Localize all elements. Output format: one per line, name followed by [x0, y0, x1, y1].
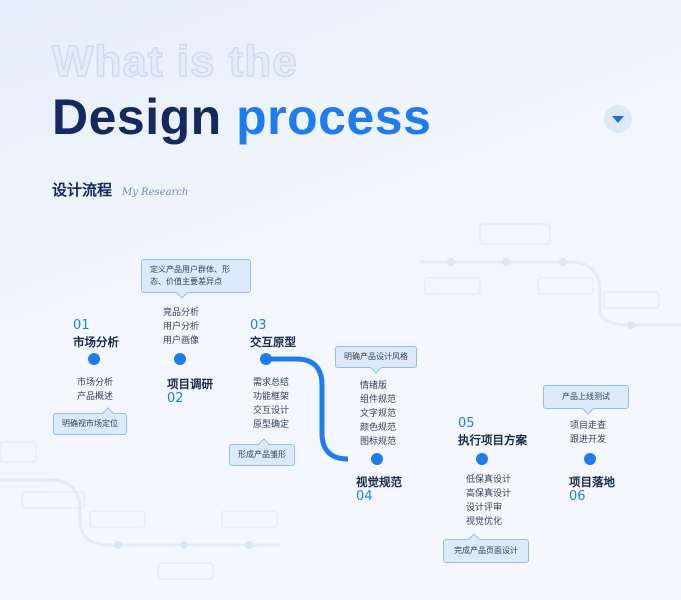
step-items: 市场分析产品概述 [77, 376, 113, 404]
note-text: 产品上线测试 [562, 392, 610, 401]
step-item: 情绪版 [360, 381, 388, 391]
step-name: 项目落地 [569, 475, 615, 489]
step-number: 03 [250, 318, 267, 333]
step-name: 交互原型 [250, 335, 296, 349]
step-items: 竞品分析用户分析用户画像 [163, 306, 199, 348]
step-item: 颜色规范 [360, 423, 397, 433]
title-design: Design [52, 89, 222, 145]
script-decoration: My Research [122, 187, 189, 198]
step-name: 项目调研 [167, 377, 213, 391]
step-item: 市场分析 [77, 378, 114, 388]
step-item: 需求总结 [253, 378, 290, 388]
step-item: 设计评审 [466, 503, 503, 513]
step-note: 产品上线测试 [543, 385, 629, 415]
step-number: 06 [569, 489, 586, 504]
step-note: 完成产品页面设计 [443, 533, 529, 563]
step-item: 产品概述 [77, 392, 114, 402]
step-number: 02 [167, 391, 184, 406]
scroll-down-button[interactable] [604, 105, 632, 133]
step-name: 市场分析 [73, 335, 119, 349]
triangle-down-icon [612, 115, 624, 123]
step-item: 用户分析 [163, 322, 200, 332]
step-item: 功能框架 [253, 392, 290, 402]
step-note: 明确视市场定位 [53, 407, 127, 435]
step-item: 竞品分析 [163, 308, 200, 318]
step-item: 项目走查 [570, 421, 607, 431]
step-name: 视觉规范 [356, 475, 402, 489]
section-title: 设计流程 [52, 181, 113, 199]
step-item: 低保真设计 [466, 475, 512, 485]
step-number: 05 [458, 416, 475, 431]
note-text: 形成产品雏形 [238, 450, 286, 459]
step-dot-06 [584, 453, 596, 465]
step-items: 需求总结功能框架交互设计原型确定 [253, 376, 289, 432]
note-text: 定义产品用户群体、形态、价值主要差异点 [150, 265, 230, 286]
step-item: 组件规范 [360, 395, 397, 405]
step-dot-03 [260, 353, 272, 365]
step-item: 跟进开发 [570, 435, 607, 445]
step-dot-01 [88, 353, 100, 365]
step-item: 高保真设计 [466, 489, 512, 499]
title-process: process [236, 89, 432, 145]
step-dot-02 [174, 353, 186, 365]
note-text: 明确视市场定位 [62, 419, 118, 428]
step-dot-04 [371, 453, 383, 465]
step-item: 用户画像 [163, 336, 200, 346]
step-name: 执行项目方案 [458, 433, 527, 447]
step-note: 明确产品设计风格 [335, 346, 417, 374]
step-item: 原型确定 [253, 420, 290, 430]
note-text: 明确产品设计风格 [344, 352, 408, 361]
step-number: 01 [73, 318, 90, 333]
step-note: 定义产品用户群体、形态、价值主要差异点 [141, 259, 251, 299]
step-items: 低保真设计高保真设计设计评审视觉优化 [466, 473, 511, 529]
step-dot-05 [476, 453, 488, 465]
ghost-heading: What is the [51, 37, 298, 86]
step-note: 形成产品雏形 [229, 438, 295, 466]
step-item: 图标规范 [360, 437, 397, 447]
page-title: Design process [52, 92, 431, 142]
step-item: 交互设计 [253, 406, 290, 416]
step-item: 文字规范 [360, 409, 397, 419]
step-number: 04 [356, 489, 373, 504]
note-text: 完成产品页面设计 [454, 546, 518, 555]
step-items: 情绪版组件规范文字规范颜色规范图标规范 [360, 379, 396, 449]
step-item: 视觉优化 [466, 517, 503, 527]
step-items: 项目走查跟进开发 [570, 419, 606, 447]
